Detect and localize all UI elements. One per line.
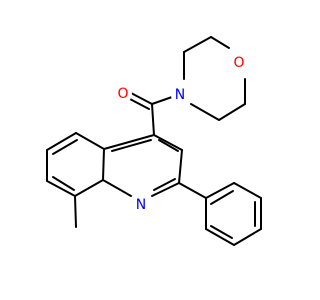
- bond: [233, 182, 262, 199]
- bond: [130, 92, 153, 105]
- bond: [210, 36, 230, 49]
- bond: [127, 97, 150, 110]
- bond: [153, 178, 176, 191]
- bond: [52, 176, 75, 191]
- bond: [103, 134, 155, 150]
- carbonyl-oxygen-label: O: [117, 86, 128, 102]
- bond: [218, 103, 246, 121]
- atom-labels: O N O N: [114, 54, 248, 214]
- bond: [151, 96, 173, 105]
- bond: [151, 182, 180, 197]
- bond: [75, 132, 105, 150]
- bonds: [46, 36, 262, 246]
- bond: [151, 103, 155, 136]
- bond: [111, 139, 152, 152]
- bond: [102, 179, 132, 197]
- bond: [178, 182, 207, 199]
- bond: [205, 228, 235, 246]
- carbonyl-oxygen: O: [114, 85, 132, 103]
- bond: [210, 190, 234, 205]
- bond: [178, 149, 183, 184]
- bond: [205, 182, 235, 199]
- morpholine-nitrogen-label: N: [175, 87, 185, 103]
- bond: [210, 225, 233, 239]
- bond: [46, 180, 76, 197]
- quinoline-nitrogen-label: N: [136, 197, 146, 213]
- bond: [102, 148, 105, 181]
- bond: [153, 134, 183, 151]
- bond: [190, 103, 220, 121]
- morpholine-nitrogen: N: [171, 86, 189, 104]
- morpholine-oxygen-label: O: [233, 55, 244, 71]
- quinoline-nitrogen: N: [132, 196, 150, 214]
- molecule-structure: O N O N: [46, 36, 262, 246]
- bond: [183, 36, 212, 53]
- bond: [74, 179, 104, 197]
- bond: [158, 139, 179, 152]
- bond: [52, 139, 78, 155]
- bond: [46, 132, 77, 151]
- bond: [74, 195, 77, 228]
- morpholine-oxygen: O: [230, 54, 248, 72]
- bond: [233, 228, 262, 246]
